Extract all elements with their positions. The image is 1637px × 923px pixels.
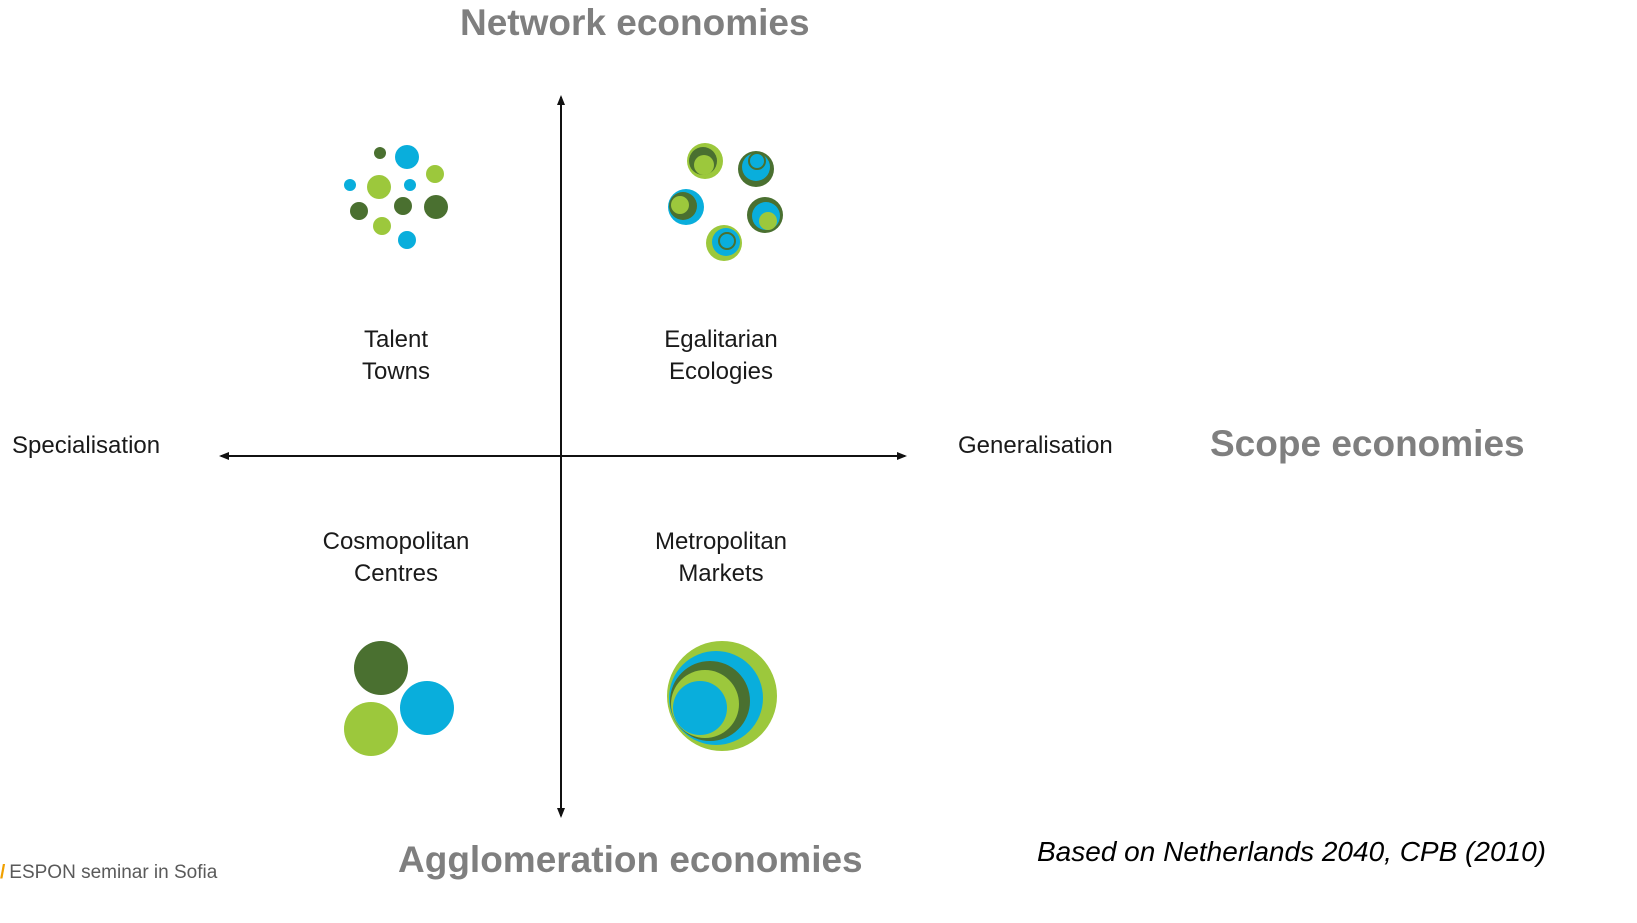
- quadrant-label-line: Metropolitan: [654, 528, 788, 555]
- egalitarian-ecologies-icon: [668, 143, 783, 261]
- quadrant-label-talent-towns: Talent Towns: [266, 324, 526, 388]
- quadrant-label-line: Markets: [678, 560, 764, 587]
- quadrant-label-line: Ecologies: [668, 358, 774, 385]
- heading-network-economies: Network economies: [460, 2, 810, 43]
- quadrant-label-line: Centres: [353, 560, 439, 587]
- quadrant-label-line: Towns: [361, 358, 431, 385]
- quadrant-label-metropolitan-markets: Metropolitan Markets: [591, 526, 851, 590]
- axis-label-specialisation: Specialisation: [12, 432, 161, 459]
- heading-agglomeration-economies: Agglomeration economies: [398, 839, 863, 880]
- talent-towns-icon: [344, 145, 448, 249]
- footer-mark: /: [0, 862, 6, 883]
- heading-scope-economies: Scope economies: [1210, 423, 1525, 464]
- axis-label-generalisation: Generalisation: [958, 432, 1113, 459]
- footer-text: ESPON seminar in Sofia: [9, 862, 218, 883]
- cosmopolitan-centres-icon: [344, 641, 454, 756]
- source-citation: Based on Netherlands 2040, CPB (2010): [1037, 836, 1546, 867]
- footer: /ESPON seminar in Sofia: [0, 862, 217, 884]
- quadrant-label-line: Egalitarian: [664, 326, 778, 353]
- quadrant-label-egalitarian-ecologies: Egalitarian Ecologies: [591, 324, 851, 388]
- metropolitan-markets-icon: [667, 641, 777, 751]
- quadrant-label-cosmopolitan-centres: Cosmopolitan Centres: [266, 526, 526, 590]
- quadrant-label-line: Talent: [363, 326, 429, 353]
- quadrant-label-line: Cosmopolitan: [322, 528, 470, 555]
